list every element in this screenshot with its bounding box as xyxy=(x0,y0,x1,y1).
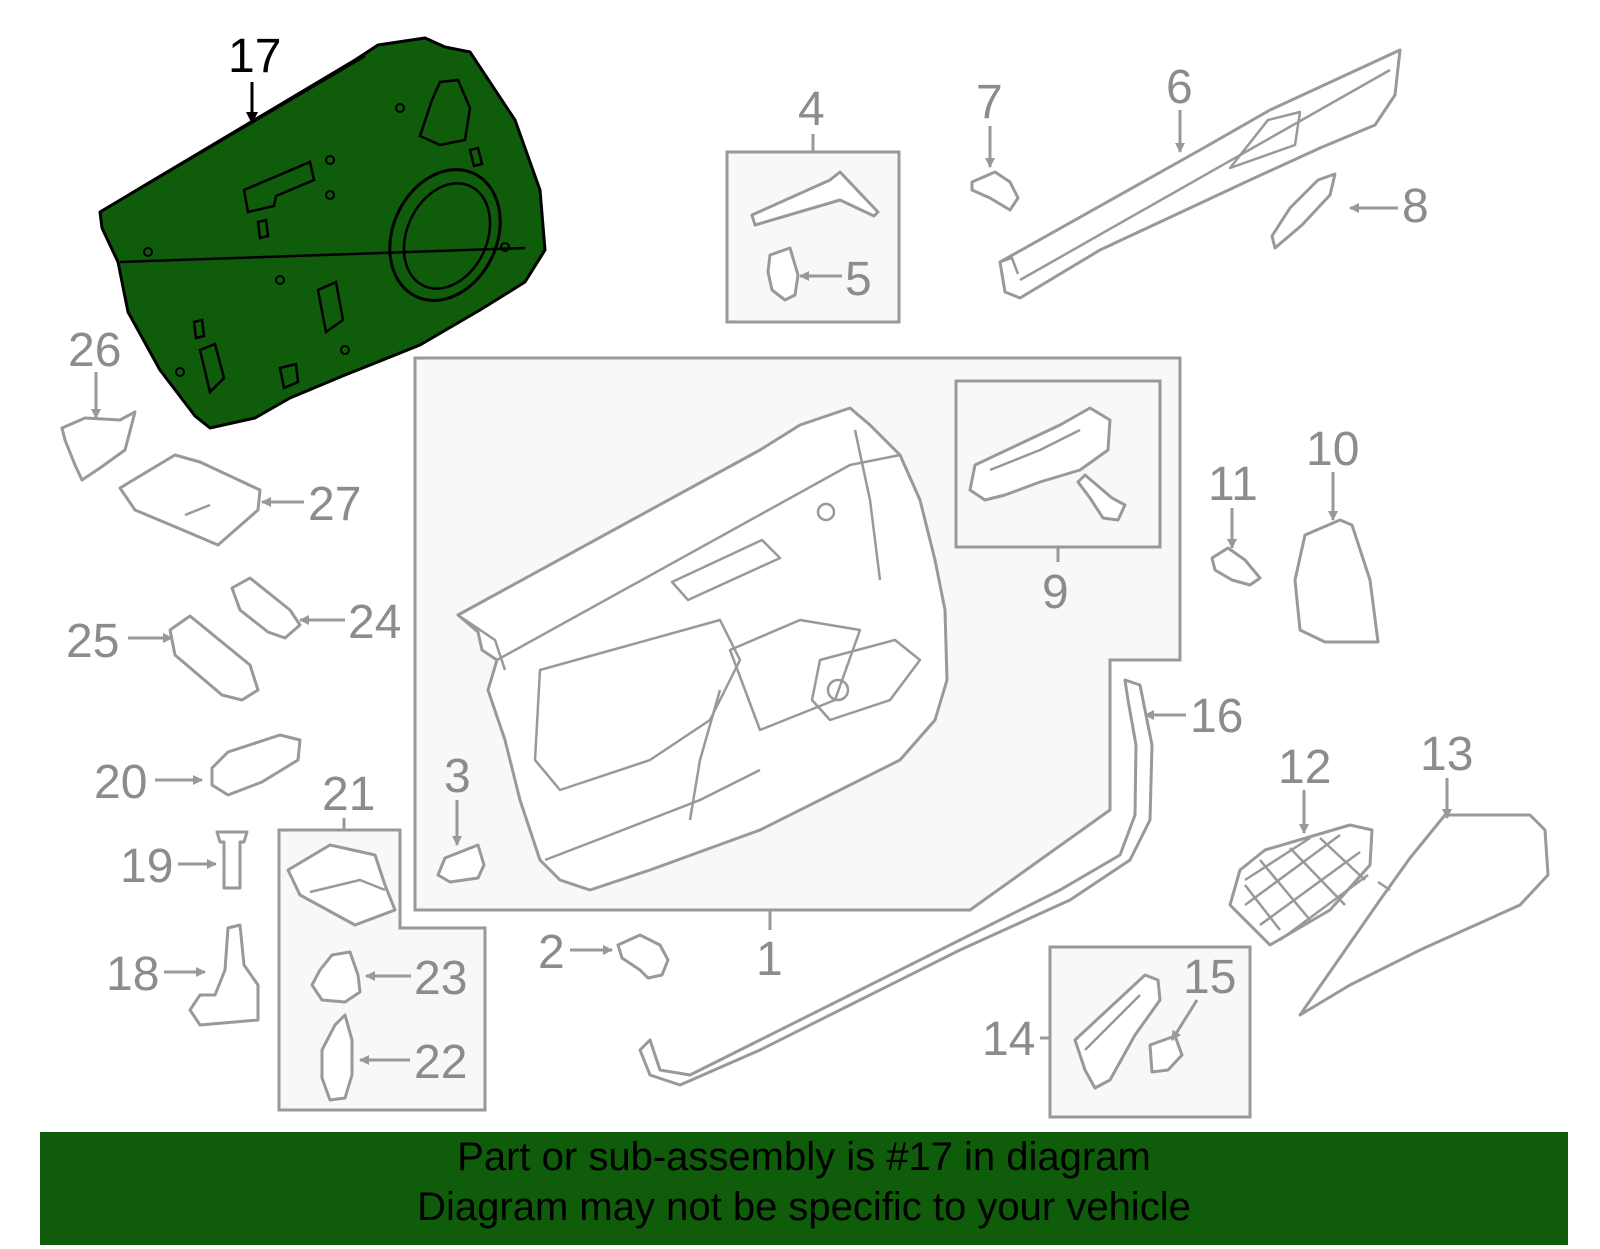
part-14-switch-bezel[interactable] xyxy=(1073,973,1162,1090)
part-6-upper-trim-strip[interactable] xyxy=(998,48,1402,300)
callout-21: 21 xyxy=(322,768,375,821)
part-19-screw[interactable] xyxy=(215,830,249,890)
part-4-trim-cover[interactable] xyxy=(750,170,880,227)
banner-line-2: Diagram may not be specific to your vehi… xyxy=(417,1185,1191,1229)
banner-line-1: Part or sub-assembly is #17 in diagram xyxy=(457,1135,1151,1179)
part-21-lamp-housing[interactable] xyxy=(286,843,397,927)
part-11-clip[interactable] xyxy=(1210,546,1262,587)
part-9-door-handle-assembly[interactable] xyxy=(968,406,1127,522)
callout-2: 2 xyxy=(538,926,565,979)
part-24-switch[interactable] xyxy=(230,576,302,640)
part-16-weatherstrip[interactable] xyxy=(638,678,1154,1087)
callout-27: 27 xyxy=(308,478,361,531)
part-13-trim-panel[interactable] xyxy=(1298,813,1550,1017)
info-banner: Part or sub-assembly is #17 in diagram D… xyxy=(40,1132,1568,1245)
callout-20: 20 xyxy=(94,756,147,809)
callout-8: 8 xyxy=(1402,180,1429,233)
part-1-door-trim-panel[interactable] xyxy=(456,406,949,892)
callout-1: 1 xyxy=(756,933,783,986)
part-5-clip[interactable] xyxy=(766,246,800,302)
callout-12: 12 xyxy=(1278,741,1331,794)
part-7-clip[interactable] xyxy=(970,170,1020,212)
part-20-connector[interactable] xyxy=(210,733,302,797)
callout-6: 6 xyxy=(1166,61,1193,114)
part-25-switch-cap[interactable] xyxy=(168,614,260,702)
part-17-door-shield[interactable] xyxy=(98,36,547,430)
callout-15: 15 xyxy=(1183,951,1236,1004)
part-18-clip[interactable] xyxy=(188,923,260,1027)
part-8-cover[interactable] xyxy=(1270,172,1337,250)
callout-22: 22 xyxy=(414,1036,467,1089)
part-15-switch[interactable] xyxy=(1148,1034,1184,1074)
callout-17: 17 xyxy=(228,30,281,83)
callout-18: 18 xyxy=(106,948,159,1001)
callout-9: 9 xyxy=(1042,566,1069,619)
callout-25: 25 xyxy=(66,615,119,668)
callout-3: 3 xyxy=(444,750,471,803)
callout-23: 23 xyxy=(414,952,467,1005)
group-box-4 xyxy=(725,150,901,324)
callout-11: 11 xyxy=(1208,458,1258,511)
callout-5: 5 xyxy=(845,253,872,306)
callout-19: 19 xyxy=(120,840,173,893)
part-2-fastener[interactable] xyxy=(616,933,670,980)
part-26-bracket[interactable] xyxy=(60,410,137,482)
callout-24: 24 xyxy=(348,596,401,649)
part-22-bulb[interactable] xyxy=(320,1013,354,1102)
part-23-bulb-socket[interactable] xyxy=(310,950,362,1004)
part-12-speaker-grille[interactable] xyxy=(1228,823,1374,947)
part-27-module[interactable] xyxy=(118,453,262,547)
callout-4: 4 xyxy=(798,83,825,136)
part-3-plug[interactable] xyxy=(436,843,486,884)
part-10-trim-piece[interactable] xyxy=(1293,518,1380,644)
callout-26: 26 xyxy=(68,324,121,377)
leader-15 xyxy=(1170,999,1199,1041)
callout-7: 7 xyxy=(976,76,1003,129)
callout-14: 14 xyxy=(982,1013,1035,1066)
callout-16: 16 xyxy=(1190,690,1243,743)
callout-10: 10 xyxy=(1306,423,1359,476)
callout-13: 13 xyxy=(1420,728,1473,781)
